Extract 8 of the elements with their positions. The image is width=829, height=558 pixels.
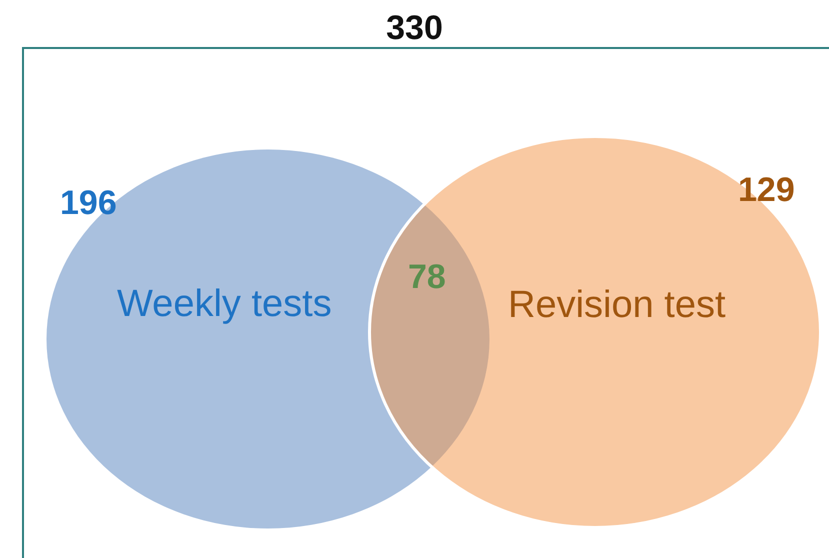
total-count: 330 xyxy=(385,11,444,45)
set-label: Revision test xyxy=(508,286,726,324)
count-label: 129 xyxy=(738,173,795,207)
count-label: 78 xyxy=(408,260,446,294)
count-label: 196 xyxy=(60,186,117,220)
set-label: Weekly tests xyxy=(117,285,332,323)
venn-circle xyxy=(45,148,491,530)
venn-circle xyxy=(368,135,822,529)
